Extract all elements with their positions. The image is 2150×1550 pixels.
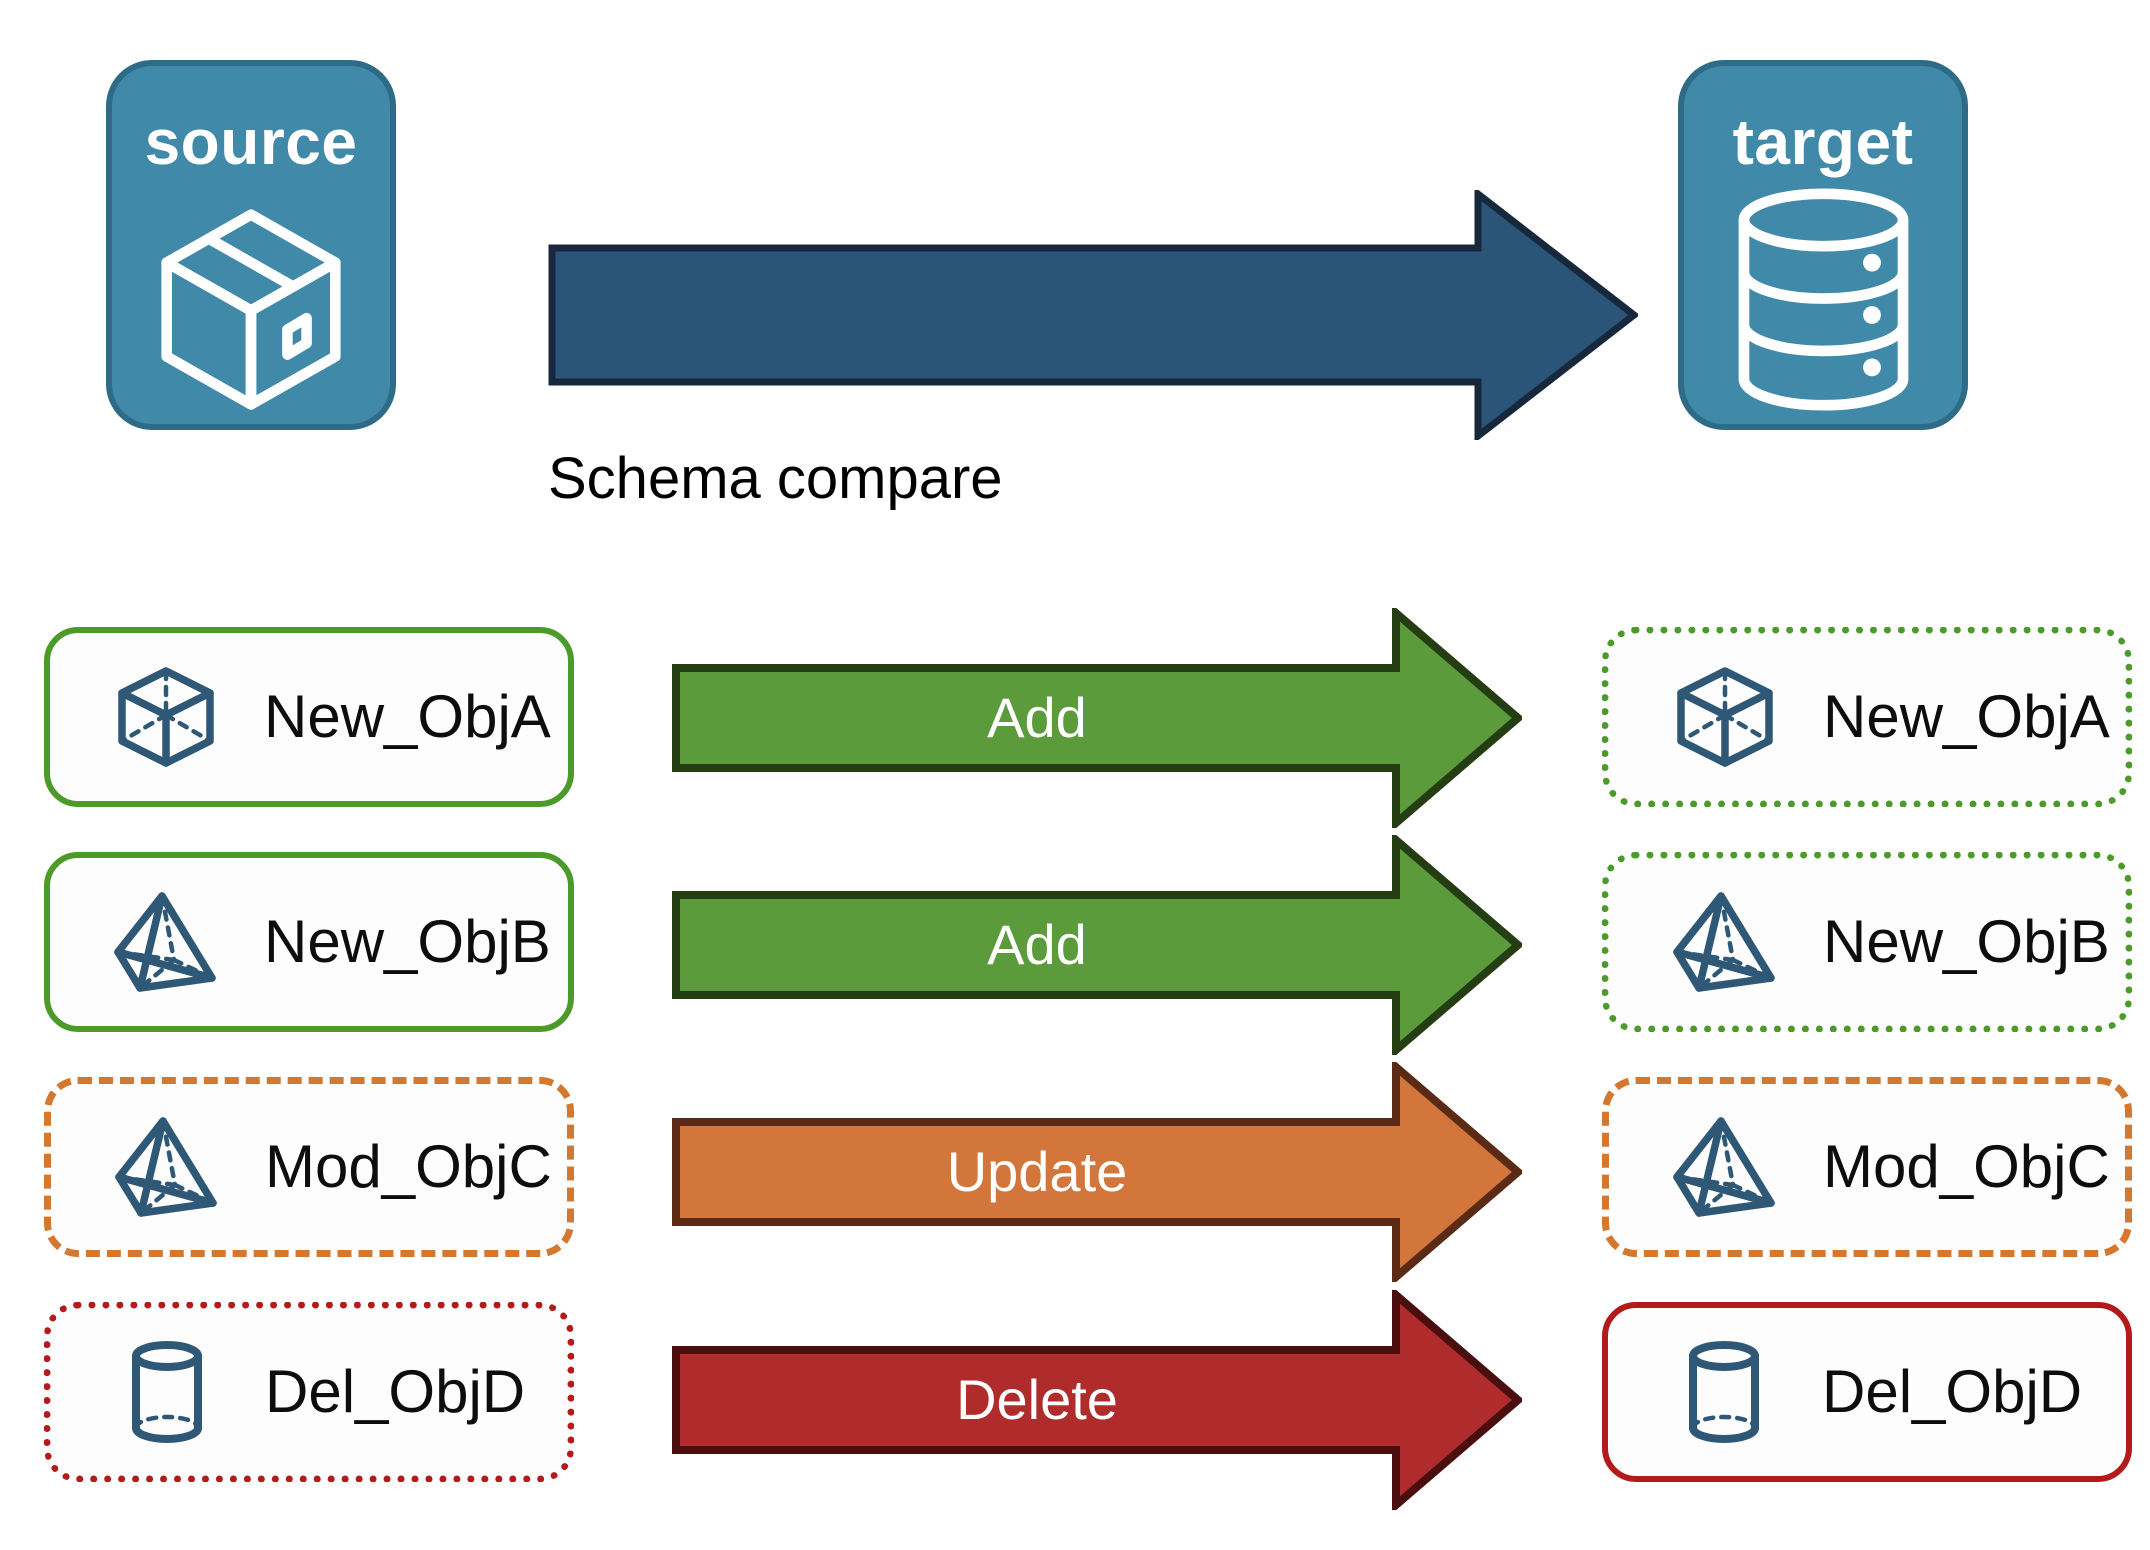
pyramid-wireframe-icon [113, 1112, 221, 1222]
pyramid-wireframe-icon [1671, 1112, 1779, 1222]
action-arrow-add-1[interactable]: Add [672, 604, 1525, 832]
cylinder-wireframe-icon [113, 1337, 221, 1447]
target-object-card[interactable]: New_ObjB [1602, 852, 2132, 1032]
package-box-icon [112, 174, 390, 424]
action-arrow-label: Add [987, 686, 1087, 749]
source-object-card[interactable]: Del_ObjD [44, 1302, 574, 1482]
cylinder-wireframe-icon [1670, 1337, 1778, 1447]
target-object-card[interactable]: New_ObjA [1602, 627, 2132, 807]
source-object-card[interactable]: New_ObjB [44, 852, 574, 1032]
action-arrow-label: Delete [956, 1368, 1118, 1431]
action-arrow-label: Update [946, 1140, 1128, 1203]
target-object-card[interactable]: Del_ObjD [1602, 1302, 2132, 1482]
action-arrow-delete[interactable]: Delete [672, 1286, 1525, 1514]
target-object-label: Del_ObjD [1822, 1358, 2083, 1425]
action-arrow-add-2[interactable]: Add [672, 831, 1525, 1059]
action-arrow-label: Add [987, 913, 1087, 976]
target-object-label: Mod_ObjC [1823, 1133, 2110, 1200]
target-object-label: New_ObjA [1823, 683, 2110, 750]
pyramid-wireframe-icon [112, 887, 220, 997]
endpoint-source[interactable]: source [106, 60, 396, 430]
source-object-label: Del_ObjD [265, 1358, 526, 1425]
source-object-card[interactable]: New_ObjA [44, 627, 574, 807]
source-object-label: Mod_ObjC [265, 1133, 552, 1200]
action-arrow-update[interactable]: Update [672, 1058, 1525, 1286]
schema-compare-arrow-label: Schema compare [548, 446, 1003, 511]
source-object-label: New_ObjB [264, 908, 551, 975]
endpoint-source-title: source [144, 106, 358, 178]
cube-wireframe-icon [1671, 662, 1779, 772]
endpoint-target-title: target [1732, 106, 1914, 178]
pyramid-wireframe-icon [1671, 887, 1779, 997]
schema-compare-arrow[interactable]: Schema compare [548, 186, 1640, 511]
database-cylinder-icon [1684, 174, 1962, 424]
target-object-label: New_ObjB [1823, 908, 2110, 975]
source-object-card[interactable]: Mod_ObjC [44, 1077, 574, 1257]
target-object-card[interactable]: Mod_ObjC [1602, 1077, 2132, 1257]
source-object-label: New_ObjA [264, 683, 551, 750]
cube-wireframe-icon [112, 662, 220, 772]
endpoint-target[interactable]: target [1678, 60, 1968, 430]
